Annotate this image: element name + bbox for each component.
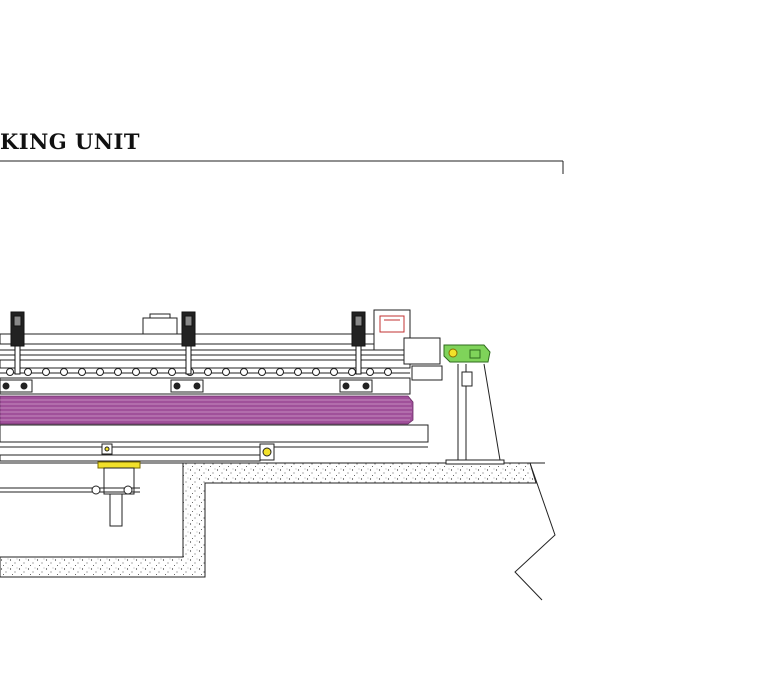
clamp-blocks [0, 379, 373, 393]
valve-block-icon [373, 309, 443, 381]
roller-row [6, 368, 392, 376]
drive-motor-icon [443, 344, 491, 363]
title-frame [0, 160, 564, 174]
drawing-title: KING UNIT [0, 129, 140, 154]
clamp-cylinder-icon [10, 311, 366, 375]
support-stand [445, 363, 505, 465]
sensor-node [259, 443, 275, 461]
material-stack [0, 395, 414, 425]
concrete-foundation [0, 462, 556, 601]
lift-jack [0, 443, 141, 527]
